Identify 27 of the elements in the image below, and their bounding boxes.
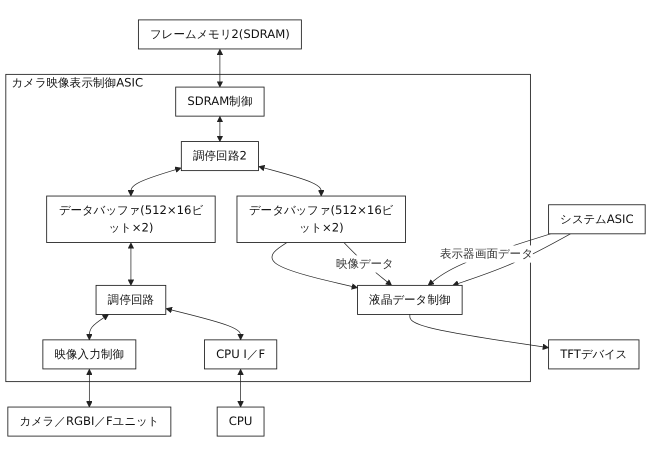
arrow [86,368,93,408]
node-box: フレームメモリ2(SDRAM) [138,19,302,50]
node-box: 液晶データ制御 [357,284,463,315]
arrow [86,314,109,340]
edge-label: 映像データ [336,256,394,270]
arrow [428,233,552,286]
arrow [128,166,182,196]
arrow [272,242,358,290]
arrow [216,116,224,142]
node-box: データバッファ(512×16ビット×2) [46,196,216,243]
node-box: CPU [216,406,264,437]
arrow [258,164,324,196]
arrow [128,242,134,286]
arrow [237,368,244,408]
node-box: カメラ／RGBI／Fユニット [7,406,172,437]
node-box: SDRAM制御 [175,86,265,117]
arrow [166,306,244,340]
node-box: 調停回路2 [180,141,259,172]
arrow [409,314,549,350]
node-box: CPU I／F [204,339,278,370]
node-box: 調停回路 [96,284,166,315]
node-box: TFTデバイス [548,339,640,370]
arrow [216,48,224,88]
edge-label: 表示器画面データ [440,246,533,261]
node-box: 映像入力制御 [42,339,136,370]
node-box: システムASIC [548,204,646,234]
node-box: データバッファ(512×16ビット×2) [236,196,406,243]
